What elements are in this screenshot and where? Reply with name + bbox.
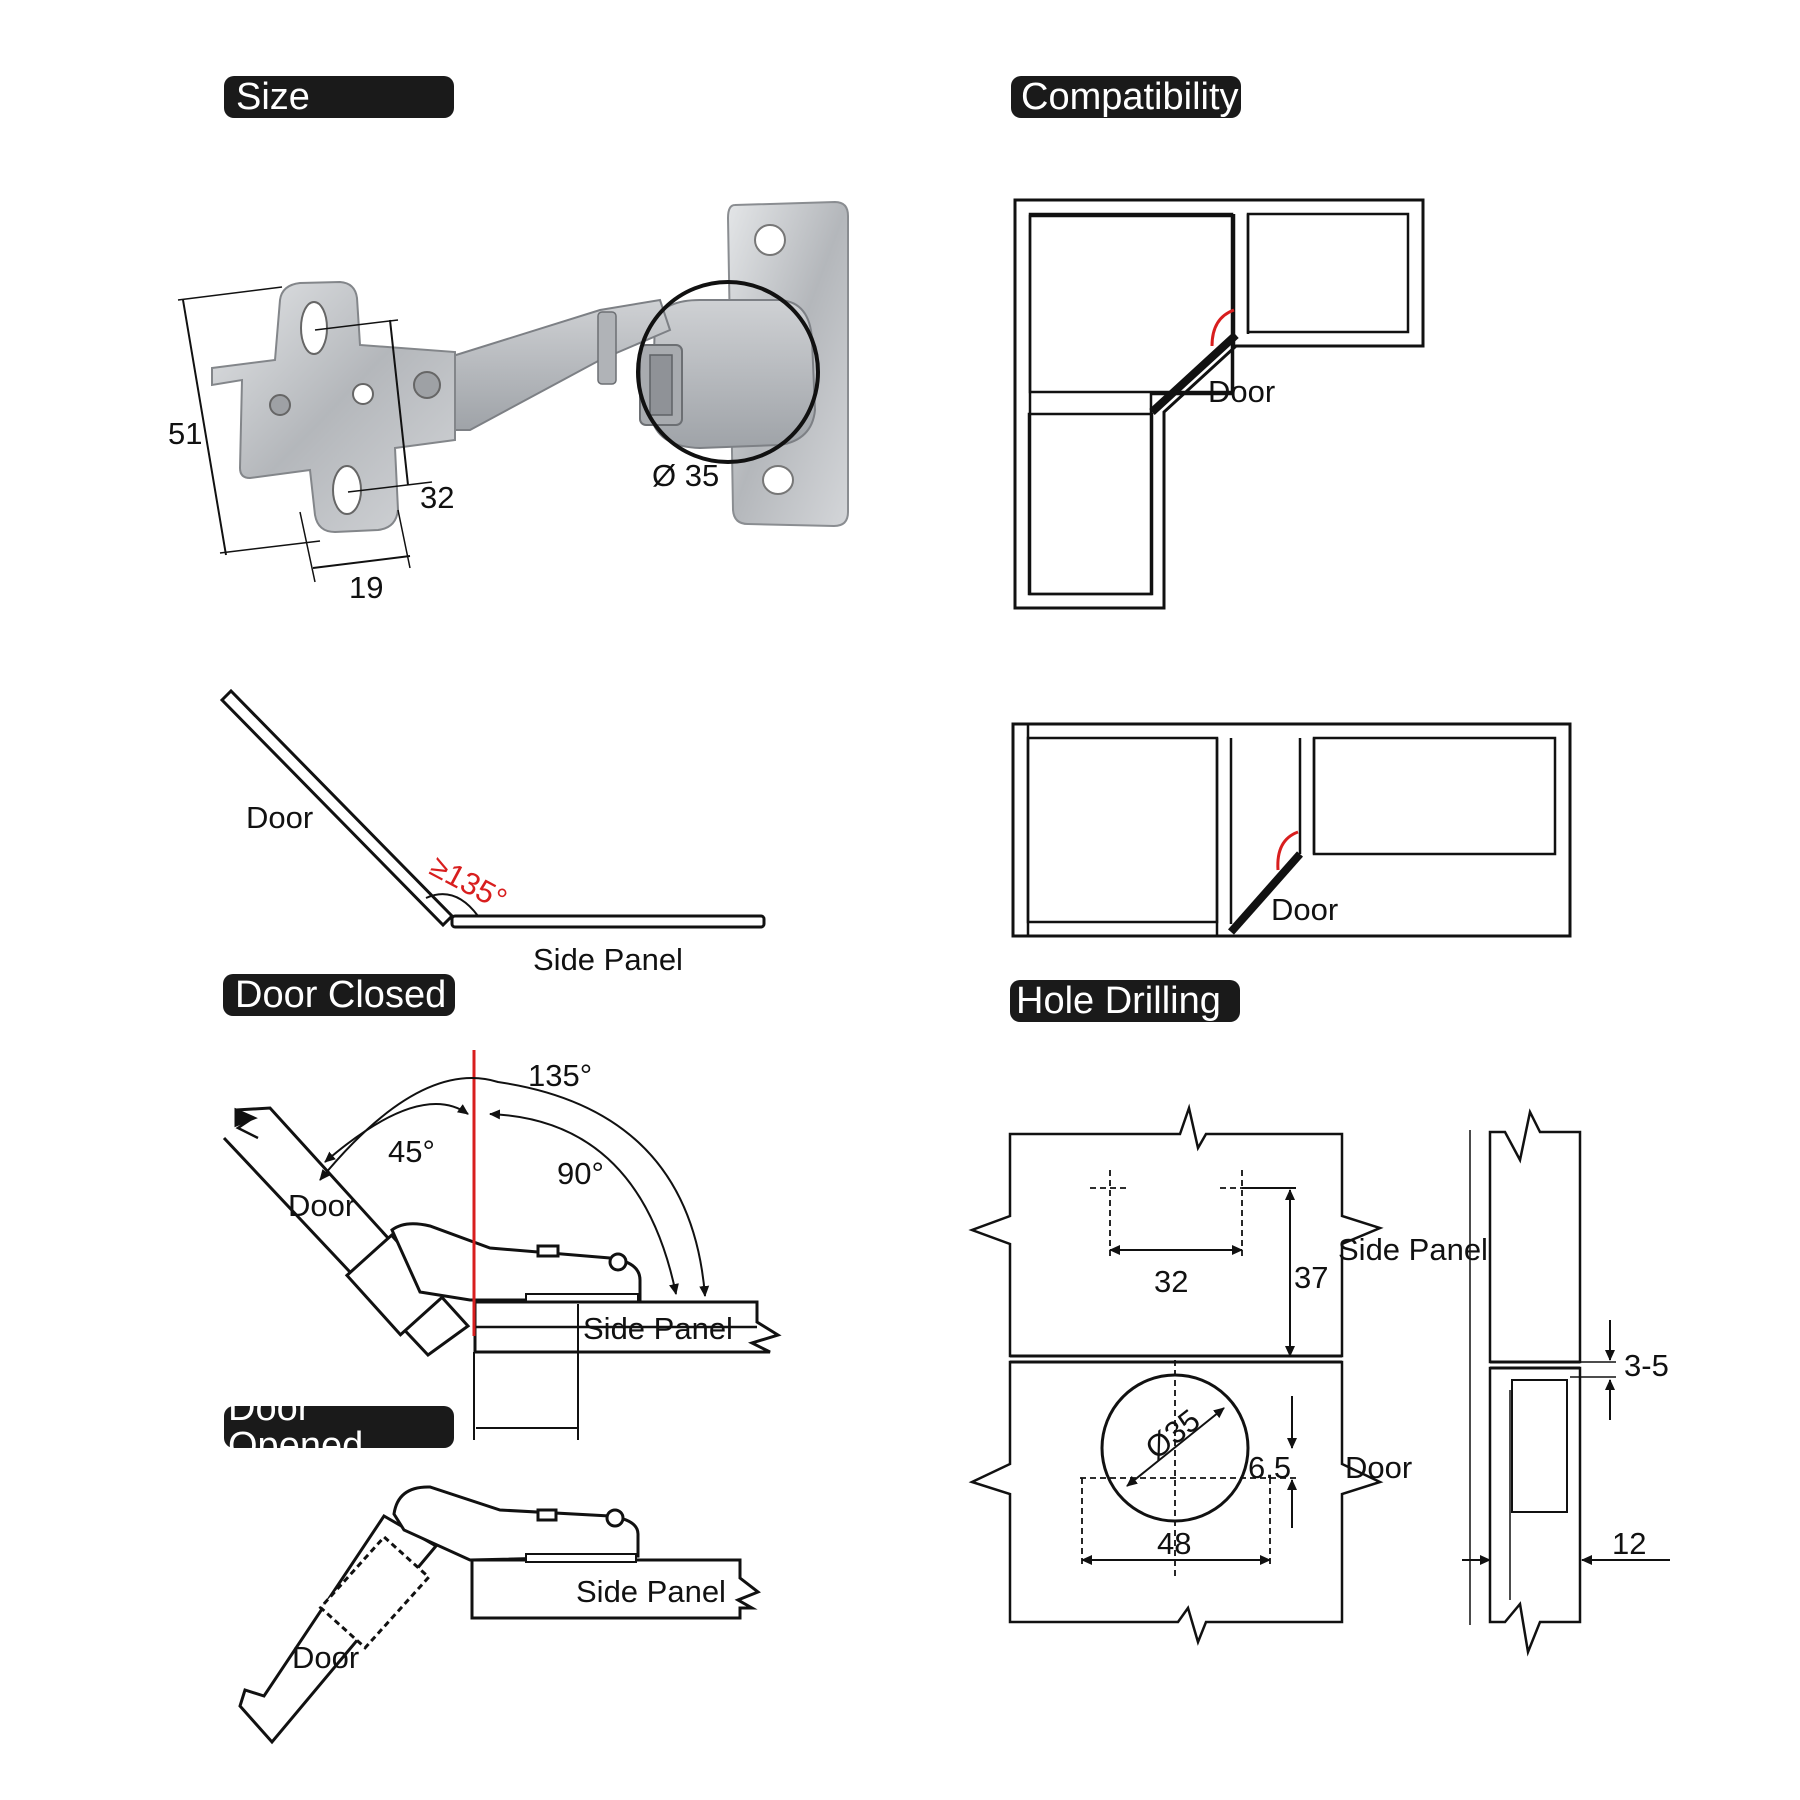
opened-door-label: Door: [292, 1640, 360, 1675]
size-dim-51: 51: [168, 416, 203, 451]
opened-side-panel-label: Side Panel: [576, 1574, 726, 1609]
angle-door-label: Door: [246, 800, 314, 835]
section-header-door-opened: Door Opened: [224, 1389, 454, 1465]
section-header-door-closed: Door Closed: [223, 974, 455, 1016]
closed-door-label: Door: [288, 1188, 356, 1223]
drill-dim-37: 37: [1294, 1260, 1329, 1295]
hole-drilling-side: [1462, 1108, 1670, 1657]
drill-door-label: Door: [1345, 1450, 1413, 1485]
compatibility-inline-diagram: [1011, 722, 1572, 938]
opening-angle-diagram: [219, 688, 766, 929]
size-dim-32: 32: [420, 480, 455, 515]
drill-dim-48: 48: [1157, 1526, 1192, 1561]
size-dim-19: 19: [349, 570, 384, 605]
drill-dim-6-5: 6.5: [1248, 1450, 1292, 1485]
closed-angle-45: 45°: [388, 1134, 435, 1169]
drill-dim-32: 32: [1154, 1264, 1189, 1299]
angle-side-panel-label: Side Panel: [533, 942, 683, 977]
section-header-size: Size: [224, 76, 454, 118]
hole-drilling-front: [968, 1103, 1384, 1646]
drill-dim-12: 12: [1612, 1526, 1647, 1561]
drill-dim-3-5: 3-5: [1624, 1348, 1669, 1383]
closed-angle-135: 135°: [528, 1058, 593, 1093]
drill-side-panel-label: Side Panel: [1338, 1232, 1488, 1267]
closed-side-panel-label: Side Panel: [583, 1311, 733, 1346]
section-header-compatibility: Compatibility: [1011, 76, 1241, 118]
door-opened-diagram: [238, 1485, 761, 1745]
size-dim-cup: Ø 35: [652, 458, 720, 493]
compat-door-label-1: Door: [1208, 374, 1276, 409]
section-header-hole-drilling: Hole Drilling: [1010, 980, 1240, 1022]
door-closed-diagram: [222, 1050, 782, 1440]
compat-door-label-2: Door: [1271, 892, 1339, 927]
closed-angle-90: 90°: [557, 1156, 604, 1191]
hinge-photo: [177, 200, 849, 583]
compatibility-corner-diagram: [1013, 198, 1425, 610]
